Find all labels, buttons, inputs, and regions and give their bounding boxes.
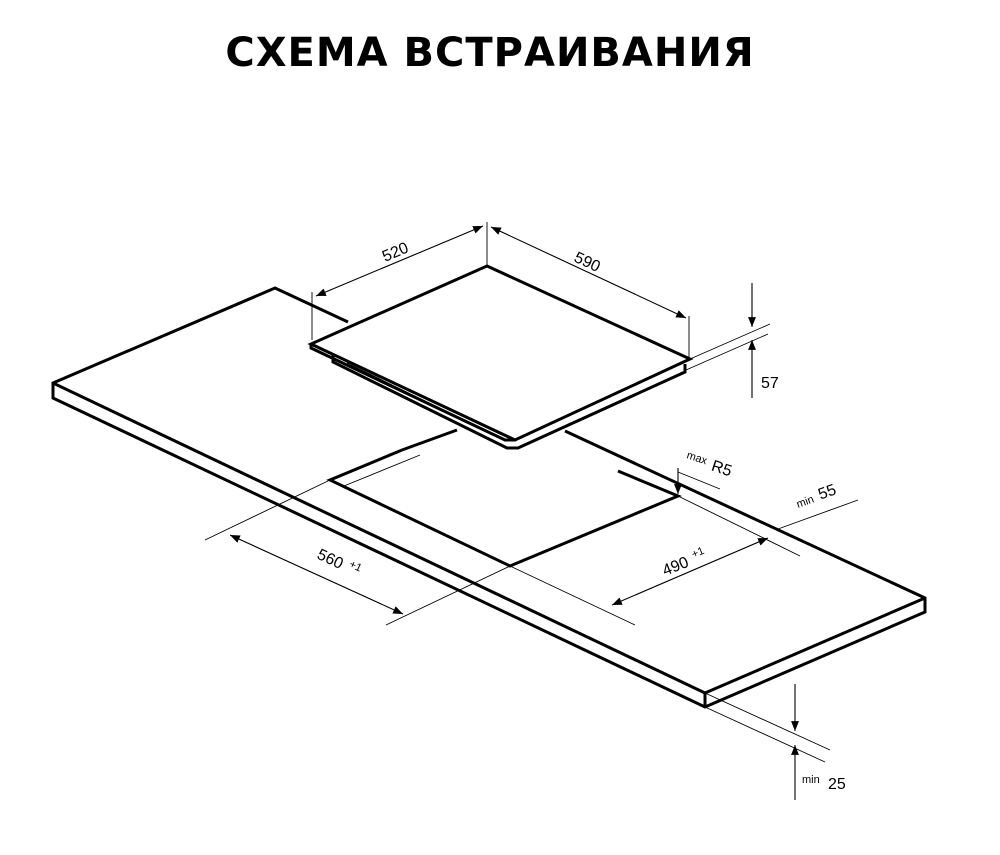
dimension-hob-depth: 520: [311, 222, 488, 340]
cutout-width-label: 560: [314, 546, 345, 573]
cutout: [326, 448, 682, 568]
edge-distance-label: 55: [816, 481, 839, 503]
countertop-thickness-label: 25: [828, 776, 846, 793]
edge-distance-prefix: min: [795, 493, 816, 510]
countertop: [51, 286, 927, 709]
hob-depth-label: 520: [380, 240, 411, 266]
dimension-hob-width: 590: [490, 226, 690, 358]
dimension-edge-distance: min 55: [677, 481, 859, 557]
dimension-hob-height: 57: [685, 283, 779, 398]
page-title: СХЕМА ВСТРАИВАНИЯ: [225, 30, 755, 76]
corner-radius-label: R5: [709, 458, 734, 481]
cutout-depth-label: 490: [660, 554, 691, 580]
countertop-thickness-prefix: min: [802, 774, 820, 786]
hob: [307, 264, 694, 450]
hob-height-label: 57: [761, 375, 779, 392]
cutout-depth-tolerance: +1: [690, 545, 706, 561]
dimension-cutout-width: 560 +1: [204, 479, 511, 626]
hob-width-label: 590: [571, 249, 602, 276]
corner-radius-prefix: max: [685, 449, 709, 467]
cutout-width-tolerance: +1: [347, 558, 363, 574]
dimension-countertop-thickness: min 25: [704, 684, 846, 800]
